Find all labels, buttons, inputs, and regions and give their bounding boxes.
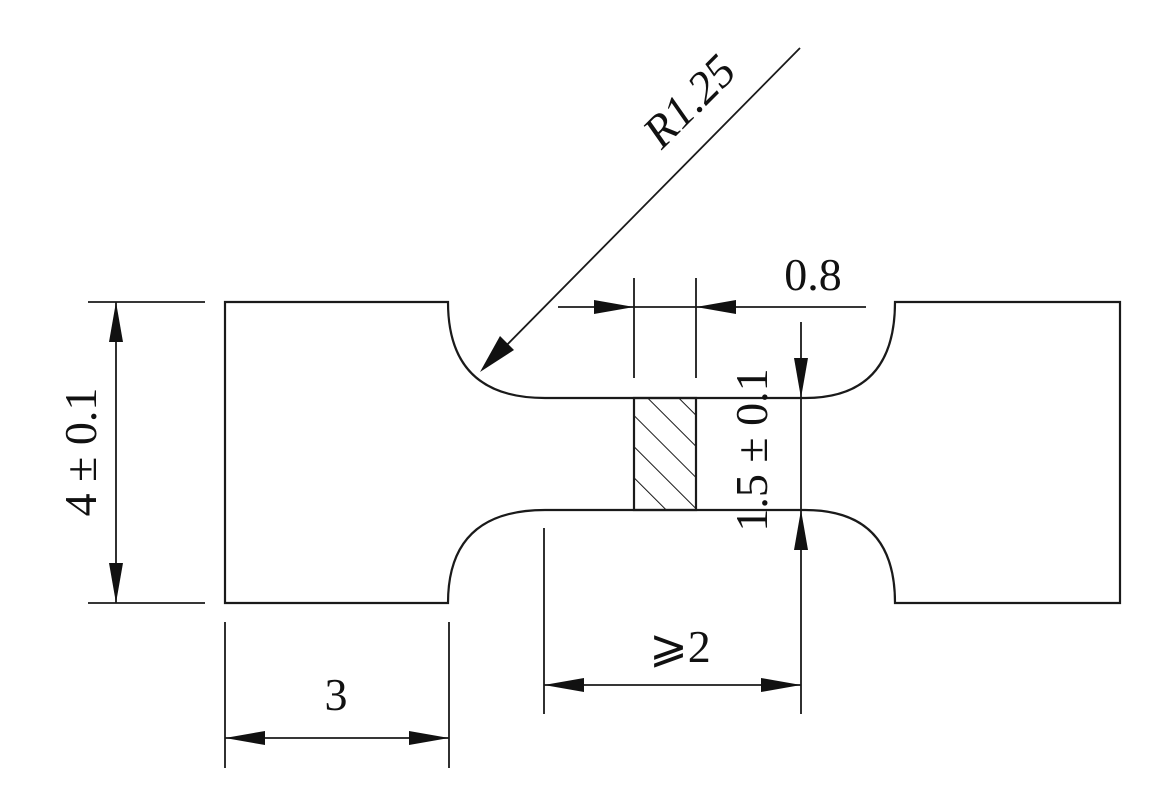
shoulder-length-dimension: 3: [224, 622, 450, 768]
radius-leader: R1.25: [480, 45, 801, 372]
shoulder-length-label: 3: [325, 669, 348, 720]
slot-width-label: 0.8: [784, 249, 842, 300]
radius-label: R1.25: [632, 45, 746, 159]
height-dimension: 4 ± 0.1: [55, 301, 205, 604]
height-label: 4 ± 0.1: [55, 388, 106, 517]
hatched-section: [632, 396, 698, 512]
gauge-length-label: ⩾2: [649, 621, 711, 672]
specimen-outline: [223, 300, 1122, 605]
neck-height-label: 1.5 ± 0.1: [726, 368, 777, 531]
neck-height-dimension: 1.5 ± 0.1: [696, 358, 808, 550]
slot-width-dimension: 0.8: [558, 249, 866, 378]
